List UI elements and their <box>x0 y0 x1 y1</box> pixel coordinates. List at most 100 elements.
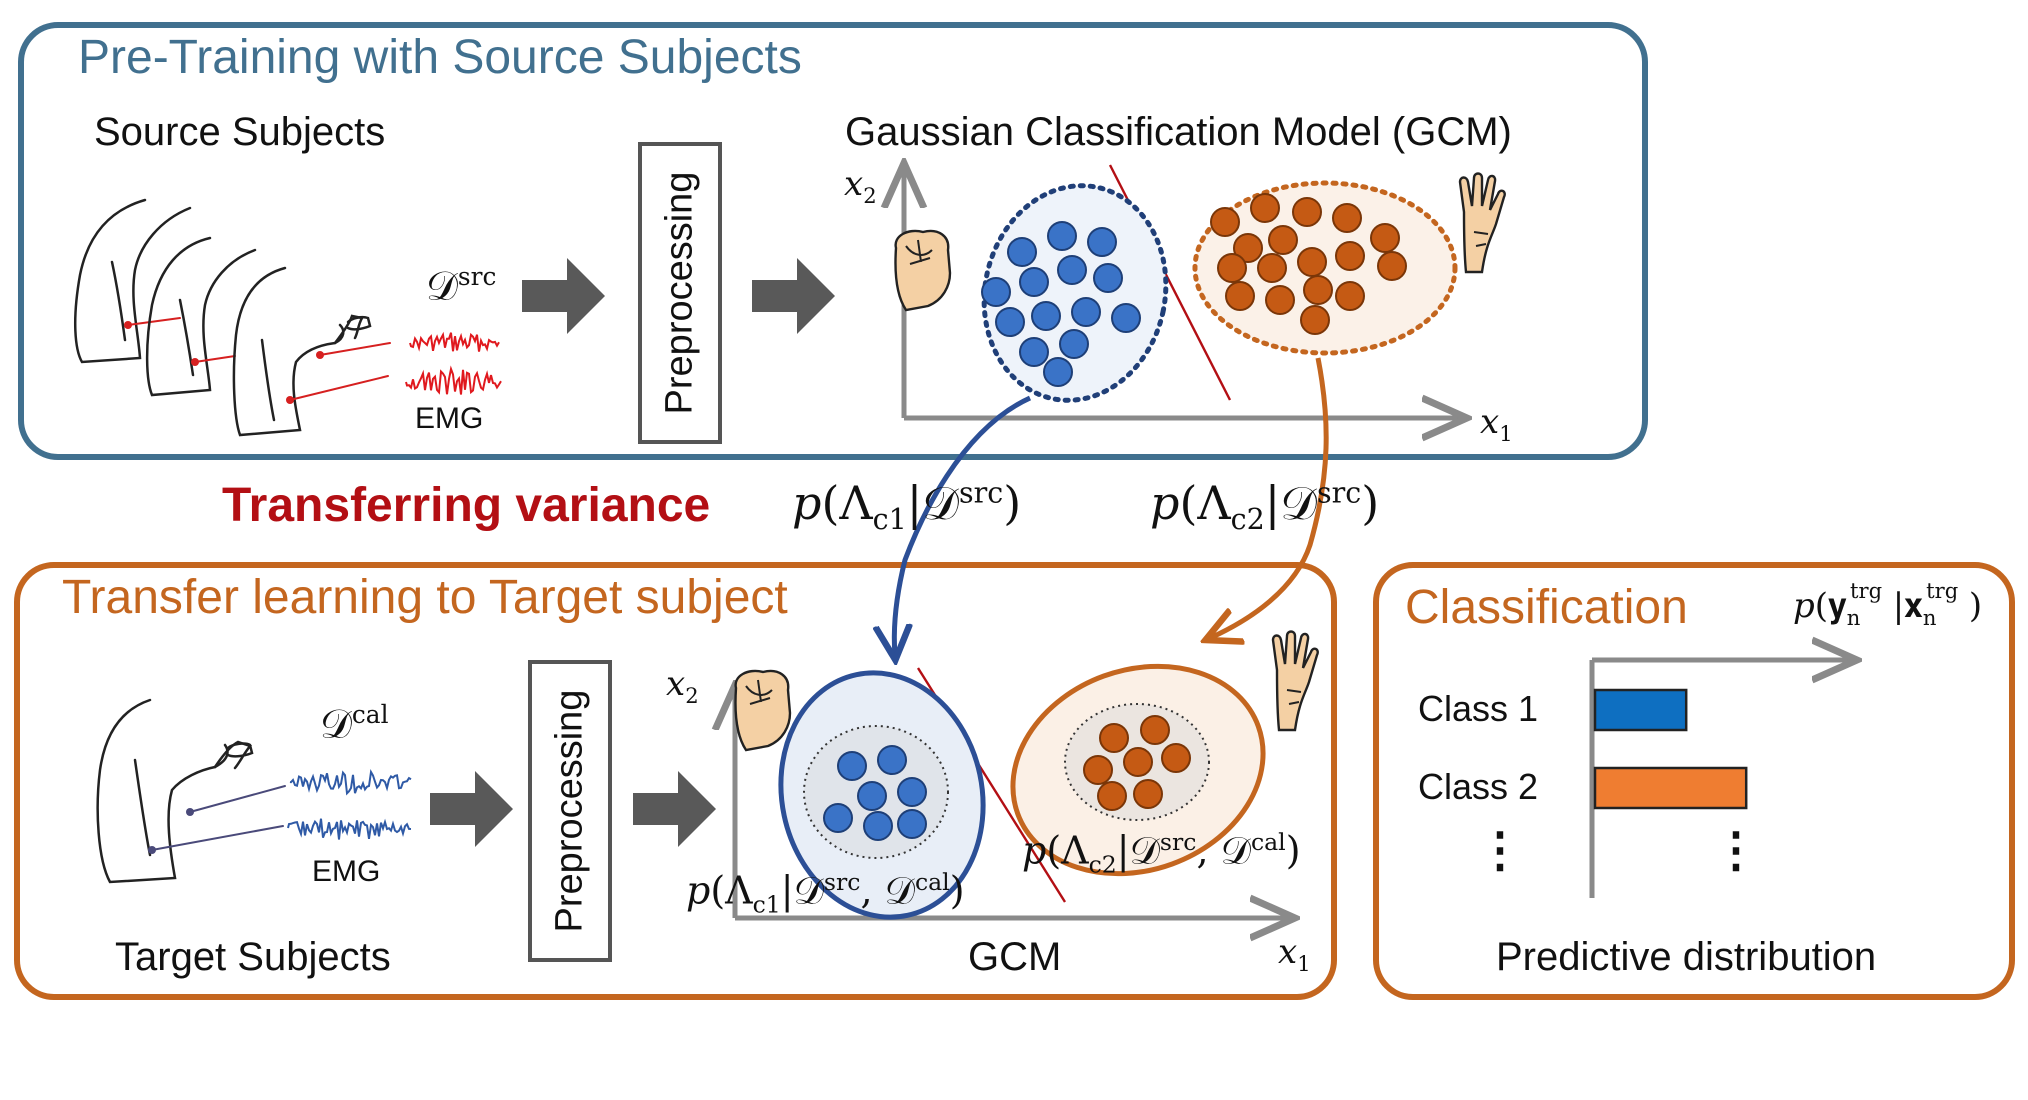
class2-point-5 <box>1268 225 1298 255</box>
target-class2-point-5 <box>1161 743 1191 773</box>
source-arm-1 <box>73 198 192 364</box>
target-class2-point-7 <box>1133 779 1163 809</box>
class1-point-11 <box>1111 303 1141 333</box>
target-class2-point-1 <box>1099 723 1129 753</box>
source-arm-2 <box>145 236 257 397</box>
target-gcm-label: GCM <box>968 935 1062 979</box>
class2-probability-bar <box>1593 766 1748 810</box>
target-class1-point-2 <box>877 745 907 775</box>
preprocess-to-gcm-arrow <box>752 258 835 334</box>
class2-point-14 <box>1265 285 1295 315</box>
prior-class1-formula: 𝑝(Λc1|𝒟src) <box>792 476 1022 537</box>
class2-point-9 <box>1257 253 1287 283</box>
class2-point-16 <box>1335 281 1365 311</box>
source-emg-trace-1 <box>409 331 500 352</box>
target-x2-axis-label: 𝑥2 <box>666 664 699 708</box>
source-emg-signals <box>405 331 502 395</box>
class1-point-13 <box>1059 329 1089 359</box>
target-to-preprocess-arrow <box>430 771 513 847</box>
class2-point-13 <box>1225 281 1255 311</box>
target-class1-point-7 <box>897 809 927 839</box>
class2-point-1 <box>1210 207 1240 237</box>
transfer-arrow-class2 <box>1210 357 1329 638</box>
transferring-variance-label: Transferring variance <box>222 479 711 532</box>
target-preprocessing-block: Preprocessing <box>528 660 612 962</box>
target-class1-point-5 <box>823 803 853 833</box>
class2-point-8 <box>1217 253 1247 283</box>
source-to-preprocess-arrow <box>522 258 605 334</box>
target-preprocess-to-gcm-arrow <box>633 771 716 847</box>
class2-label: Class 2 <box>1418 766 1539 807</box>
target-class1-point-3 <box>897 777 927 807</box>
class1-point-9 <box>1031 301 1061 331</box>
target-class1-data-points <box>823 745 927 841</box>
gcm-title: Gaussian Classification Model (GCM) <box>845 110 1512 154</box>
class1-point-14 <box>1043 357 1073 387</box>
class1-label: Class 1 <box>1418 688 1539 729</box>
source-arm-3 <box>232 266 391 437</box>
class2-point-3 <box>1292 197 1322 227</box>
target-emg-label: EMG <box>312 855 381 888</box>
class1-point-8 <box>995 307 1025 337</box>
posterior-class1-formula: 𝑝(Λc1|𝒟src, 𝒟cal) <box>686 868 965 919</box>
target-class2-point-4 <box>1123 747 1153 777</box>
source-subjects-label: Source Subjects <box>94 110 386 154</box>
posterior-class2-formula: 𝑝(Λc2|𝒟src, 𝒟cal) <box>1022 828 1301 879</box>
target-class2-point-6 <box>1097 781 1127 811</box>
target-class1-point-1 <box>837 751 867 781</box>
target-emg-trace-1 <box>289 768 412 796</box>
class2-point-2 <box>1250 193 1280 223</box>
prior-class2-formula: 𝑝(Λc2|𝒟src) <box>1150 476 1380 537</box>
class2-point-15 <box>1303 275 1333 305</box>
target-class1-point-6 <box>863 811 893 841</box>
predictive-distribution-label: Predictive distribution <box>1496 935 1877 979</box>
target-subjects-label: Target Subjects <box>115 935 391 979</box>
target-emg-trace-2 <box>287 818 412 840</box>
pretraining-preprocessing-block: Preprocessing <box>638 142 722 444</box>
class2-point-4 <box>1332 203 1362 233</box>
predictive-bars <box>1593 688 1748 810</box>
transfer-arrow-class1 <box>894 395 1032 655</box>
target-arm-illustration <box>96 698 286 884</box>
class1-point-4 <box>981 277 1011 307</box>
classification-title: Classification <box>1405 581 1688 634</box>
target-dataset-symbol: 𝒟cal <box>320 700 389 748</box>
class2-data-points <box>1210 193 1407 335</box>
class2-point-11 <box>1335 241 1365 271</box>
target-class2-point-2 <box>1140 715 1170 745</box>
class2-point-12 <box>1377 251 1407 281</box>
bar-ellipsis: ⋮ <box>1712 824 1760 877</box>
class1-point-10 <box>1071 297 1101 327</box>
class1-point-6 <box>1057 255 1087 285</box>
class1-point-1 <box>1007 237 1037 267</box>
source-emg-label: EMG <box>415 402 484 435</box>
class1-point-2 <box>1047 221 1077 251</box>
open-hand-icon <box>1458 172 1506 274</box>
class1-point-12 <box>1019 337 1049 367</box>
class1-point-3 <box>1087 227 1117 257</box>
target-class2-point-3 <box>1083 755 1113 785</box>
fist-hand-icon <box>894 229 952 312</box>
transfer-learning-title: Transfer learning to Target subject <box>62 571 788 624</box>
class2-point-6 <box>1233 233 1263 263</box>
predictive-axes <box>1589 660 1852 898</box>
pretraining-x1-axis-label: 𝑥1 <box>1480 402 1513 446</box>
class1-data-points <box>981 221 1141 387</box>
pretraining-x2-axis-label: 𝑥2 <box>844 164 877 208</box>
pretraining-title: Pre-Training with Source Subjects <box>78 31 802 84</box>
source-arms-illustration <box>73 198 391 437</box>
target-x1-axis-label: 𝑥1 <box>1278 932 1311 976</box>
class1-probability-bar <box>1593 688 1688 732</box>
class2-point-10 <box>1297 247 1327 277</box>
class-list-ellipsis: ⋮ <box>1476 824 1524 877</box>
source-dataset-symbol: 𝒟src <box>426 262 497 310</box>
target-emg-signals <box>287 768 412 840</box>
target-class1-point-4 <box>857 781 887 811</box>
target-open-hand-icon <box>1271 630 1319 732</box>
class2-point-7 <box>1370 223 1400 253</box>
class1-point-5 <box>1019 267 1049 297</box>
class1-point-7 <box>1093 263 1123 293</box>
gcm-axes-target <box>735 690 1290 918</box>
